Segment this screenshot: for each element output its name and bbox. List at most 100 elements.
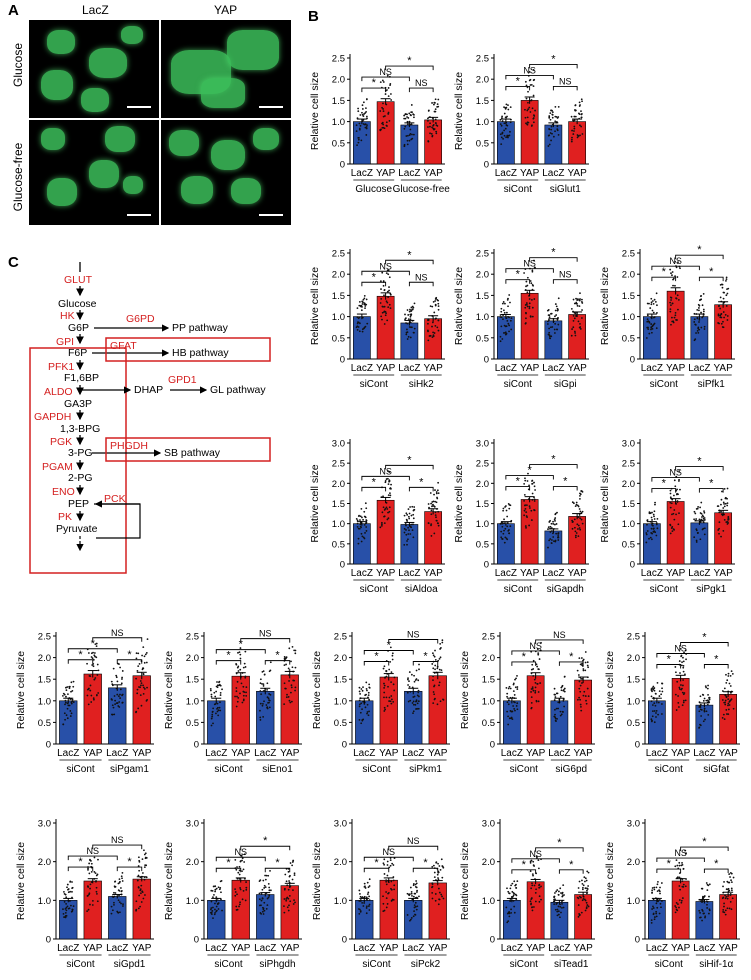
data-point: [416, 702, 419, 705]
bracket-lacz-yap-1-label: *: [226, 650, 231, 662]
data-point: [364, 502, 367, 505]
data-point: [728, 704, 731, 706]
data-point: [525, 526, 527, 529]
data-point: [69, 715, 72, 717]
data-point: [403, 143, 406, 146]
data-point: [699, 538, 702, 541]
data-point: [413, 302, 416, 305]
bracket-yap-yap: [385, 464, 434, 470]
bracket-lacz-lacz-label: NS: [234, 847, 247, 857]
data-point: [671, 513, 673, 516]
data-point: [367, 694, 370, 697]
data-point: [383, 515, 386, 518]
metabolite-pep: PEP: [68, 498, 89, 510]
data-point: [70, 690, 72, 693]
data-point: [216, 903, 219, 906]
data-point: [62, 723, 65, 726]
data-point: [391, 899, 393, 902]
data-point: [417, 689, 420, 692]
y-tick-label: 0: [484, 355, 489, 366]
data-point: [389, 492, 391, 494]
data-point: [510, 716, 513, 719]
category-label: YAP: [718, 943, 738, 954]
data-point: [413, 674, 415, 677]
data-point: [726, 487, 729, 490]
data-point: [139, 905, 141, 908]
data-point: [707, 684, 709, 687]
data-point: [570, 115, 573, 118]
y-tick-label: 1.0: [334, 896, 347, 907]
data-point: [722, 908, 725, 911]
data-point: [403, 117, 406, 120]
data-point: [241, 857, 244, 860]
bracket-yap-yap: [529, 257, 578, 262]
bracket-yap-yap-label: NS: [259, 629, 272, 639]
data-point: [515, 887, 518, 889]
bar: [520, 499, 539, 565]
data-point: [431, 102, 433, 104]
data-point: [580, 657, 583, 659]
data-point: [239, 692, 241, 695]
data-point: [406, 513, 409, 516]
data-point: [88, 893, 90, 896]
data-point: [532, 668, 535, 670]
data-point: [432, 334, 435, 337]
enzyme-gapdh: GAPDH: [34, 411, 71, 423]
data-point: [358, 300, 361, 303]
data-point: [650, 331, 653, 334]
data-point: [91, 899, 94, 902]
data-point: [430, 513, 433, 516]
data-point: [429, 125, 431, 128]
data-point: [653, 918, 656, 921]
data-point: [432, 691, 435, 693]
data-point: [138, 894, 141, 897]
data-point: [437, 878, 440, 881]
data-point: [533, 509, 535, 511]
data-point: [549, 112, 552, 115]
data-point: [723, 518, 726, 521]
data-point: [553, 332, 556, 334]
data-point: [433, 103, 435, 106]
data-point: [719, 316, 722, 319]
data-point: [437, 522, 439, 525]
data-point: [536, 648, 539, 651]
data-point: [653, 687, 656, 689]
data-point: [703, 527, 706, 530]
column-label-yap: YAP: [214, 3, 238, 17]
y-tick-label: 3.0: [482, 819, 495, 830]
data-point: [215, 712, 217, 715]
bracket-lacz-lacz-label: NS: [523, 65, 536, 75]
data-point: [579, 134, 581, 137]
data-point: [555, 328, 558, 331]
y-tick-label: 2.0: [334, 653, 347, 664]
bar: [690, 522, 709, 565]
data-point: [62, 692, 65, 695]
category-label: LacZ: [353, 943, 375, 954]
data-point: [361, 104, 364, 107]
data-point: [69, 890, 72, 893]
data-point: [242, 690, 245, 693]
data-point: [675, 297, 677, 300]
data-point: [67, 693, 69, 696]
y-tick-label: 1.5: [332, 291, 345, 302]
data-point: [652, 685, 655, 688]
data-point: [648, 321, 651, 323]
data-point: [411, 505, 414, 508]
data-point: [579, 517, 582, 520]
y-axis-label: Relative cell size: [459, 842, 471, 920]
data-point: [356, 328, 359, 331]
data-point: [581, 682, 583, 684]
data-point: [554, 908, 557, 911]
data-point: [676, 864, 679, 867]
data-point: [554, 105, 557, 108]
data-point: [388, 696, 391, 699]
data-point: [143, 866, 146, 869]
y-tick-label: 3.0: [476, 439, 489, 450]
y-tick-label: 1.0: [38, 696, 51, 707]
category-label: YAP: [573, 748, 593, 759]
data-point: [383, 311, 385, 313]
data-point: [559, 695, 562, 698]
data-point: [294, 649, 297, 652]
data-point: [556, 511, 558, 514]
data-point: [382, 115, 385, 118]
